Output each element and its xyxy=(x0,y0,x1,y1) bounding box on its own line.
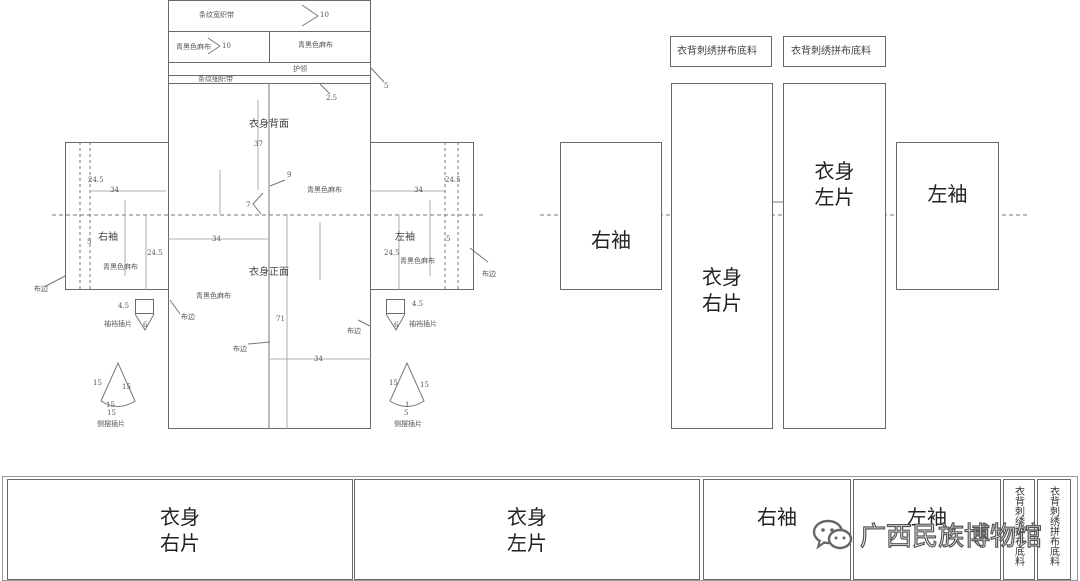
body-material-right: 青黑色麻布 xyxy=(307,186,342,194)
strip-embroidery-1-label: 衣背刺绣拼布底料 xyxy=(1012,486,1024,566)
back-label: 衣身背面 xyxy=(249,119,289,130)
left-sleeve-edge: 布边 xyxy=(482,270,496,278)
left-sleeve-piece xyxy=(370,142,474,290)
right-gusset-piece xyxy=(386,299,405,314)
right-sleeve-material: 青黑色麻布 xyxy=(103,263,138,271)
strip-body-left: 衣身 左片 xyxy=(354,479,700,580)
strip-embroidery-1: 衣背刺绣拼布底料 xyxy=(1003,479,1035,580)
embroidery-label-box-right: 衣背刺绣拼布底料 xyxy=(783,36,886,67)
strip-body-right-label: 衣身 右片 xyxy=(160,505,200,555)
right-sleeve-dim-245-top: 24.5 xyxy=(88,176,104,184)
right-gusset-dim-45: 4.5 xyxy=(412,300,424,308)
layout-right-sleeve-label: 右袖 xyxy=(591,228,631,252)
left-sleeve-material: 青黑色麻布 xyxy=(400,257,435,265)
right-sleeve-dim-34: 34 xyxy=(110,186,119,194)
dim-34-mid: 34 xyxy=(212,235,221,243)
strip-embroidery-2: 衣背刺绣拼布底料 xyxy=(1037,479,1071,580)
dim-71: 71 xyxy=(276,315,285,323)
embroidery-label-box-left: 衣背刺绣拼布底料 xyxy=(670,36,772,67)
left-side-dim-a: 15 xyxy=(93,379,102,387)
left-sleeve-dim-34: 34 xyxy=(414,186,423,194)
left-gusset-piece xyxy=(135,299,154,314)
top-band-dim: 10 xyxy=(320,11,329,19)
right-side-dim-a: 15 xyxy=(389,379,398,387)
right-sleeve-dim-245-side: 24.5 xyxy=(147,249,163,257)
dim-34-bottom: 34 xyxy=(314,355,323,363)
wechat-icon xyxy=(812,519,853,549)
right-side-dim-d: 5 xyxy=(404,409,409,417)
layout-body-left-label: 衣身 左片 xyxy=(814,159,855,209)
layout-body-left: 衣身 左片 xyxy=(783,83,886,429)
front-label: 衣身正面 xyxy=(249,267,289,278)
left-gusset-dim-45: 4.5 xyxy=(118,302,130,310)
right-sleeve-dim-5: 5 xyxy=(87,238,92,246)
layout-right-sleeve: 右袖 xyxy=(560,142,662,290)
dim-9: 9 xyxy=(287,171,292,179)
dim-2-5: 2.5 xyxy=(326,94,338,102)
strip-left-sleeve-label: 左袖 xyxy=(907,505,947,529)
strip-embroidery-2-label: 衣背刺绣拼布底料 xyxy=(1047,486,1059,566)
embroidery-label-left: 衣背刺绣拼布底料 xyxy=(677,46,757,57)
right-gusset-dim-6: 6 xyxy=(394,321,399,329)
left-side-dim-b: 15 xyxy=(122,383,131,391)
right-side-dim-c: 1 xyxy=(405,401,410,409)
right-gusset-label: 袖裆插片 xyxy=(409,320,437,328)
layout-left-sleeve: 左袖 xyxy=(896,142,999,290)
black-hemp-left-dim: 10 xyxy=(222,42,231,50)
right-side-dim-b: 15 xyxy=(420,381,429,389)
left-side-dim-d: 15 xyxy=(107,409,116,417)
fabric-strip: 衣身 右片 衣身 左片 右袖 左袖 衣背刺绣拼布底料 衣背刺绣拼布底料 xyxy=(2,476,1078,581)
layout-left-sleeve-label: 左袖 xyxy=(927,182,968,206)
edge-front-right: 布边 xyxy=(347,327,361,335)
left-sleeve-label: 左袖 xyxy=(395,232,415,243)
right-side-label: 侧摆插片 xyxy=(394,420,422,428)
right-sleeve-label: 右袖 xyxy=(98,232,118,243)
strip-body-left-label: 衣身 左片 xyxy=(507,505,547,555)
left-sleeve-dim-5: 5 xyxy=(446,235,451,243)
left-gusset-label: 袖裆插片 xyxy=(104,320,132,328)
watermark: 广西民族博物馆 xyxy=(812,516,1043,553)
top-band-label: 条纹宽织带 xyxy=(199,11,234,19)
dim-5-top: 5 xyxy=(384,82,389,90)
body-material-front: 青黑色麻布 xyxy=(196,292,231,300)
strip-body-right: 衣身 右片 xyxy=(7,479,353,580)
strip-left-sleeve: 左袖 xyxy=(853,479,1001,580)
neckband-label: 护领 xyxy=(293,65,307,73)
dim-7: 7 xyxy=(246,201,251,209)
edge-front-left: 布边 xyxy=(181,313,195,321)
strip-right-sleeve-label: 右袖 xyxy=(757,505,797,529)
left-sleeve-dim-245-side: 24.5 xyxy=(384,249,400,257)
layout-body-right: 衣身 右片 xyxy=(671,83,773,429)
right-sleeve-edge: 布边 xyxy=(34,285,48,293)
left-sleeve-dim-245-top: 24.5 xyxy=(445,176,461,184)
strip-right-sleeve: 右袖 xyxy=(703,479,851,580)
layout-body-right-label: 衣身 右片 xyxy=(702,265,742,315)
left-side-dim-c: 15 xyxy=(106,401,115,409)
dim-37: 37 xyxy=(254,140,263,148)
right-sleeve-piece xyxy=(65,142,169,290)
left-gusset-dim-6: 6 xyxy=(143,321,148,329)
black-hemp-left-label: 青黑色麻布 xyxy=(176,43,211,51)
watermark-text: 广西民族博物馆 xyxy=(859,521,1043,552)
embroidery-label-right: 衣背刺绣拼布底料 xyxy=(791,46,871,57)
black-hemp-right-label: 青黑色麻布 xyxy=(298,41,333,49)
stripe-band-label: 条纹细织带 xyxy=(198,75,233,83)
left-side-label: 侧摆插片 xyxy=(97,420,125,428)
edge-bottom: 布边 xyxy=(233,345,247,353)
